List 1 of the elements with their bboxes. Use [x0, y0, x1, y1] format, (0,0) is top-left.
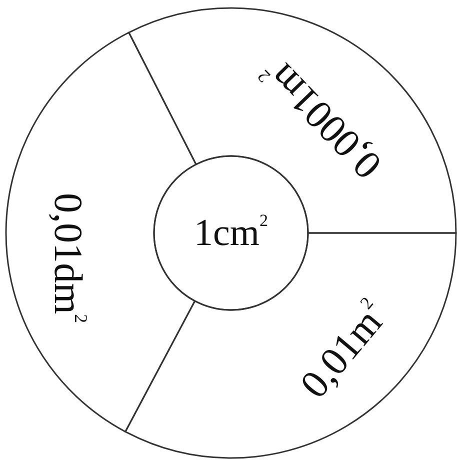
area-value: 1cm$^{2}$	[194, 214, 268, 252]
